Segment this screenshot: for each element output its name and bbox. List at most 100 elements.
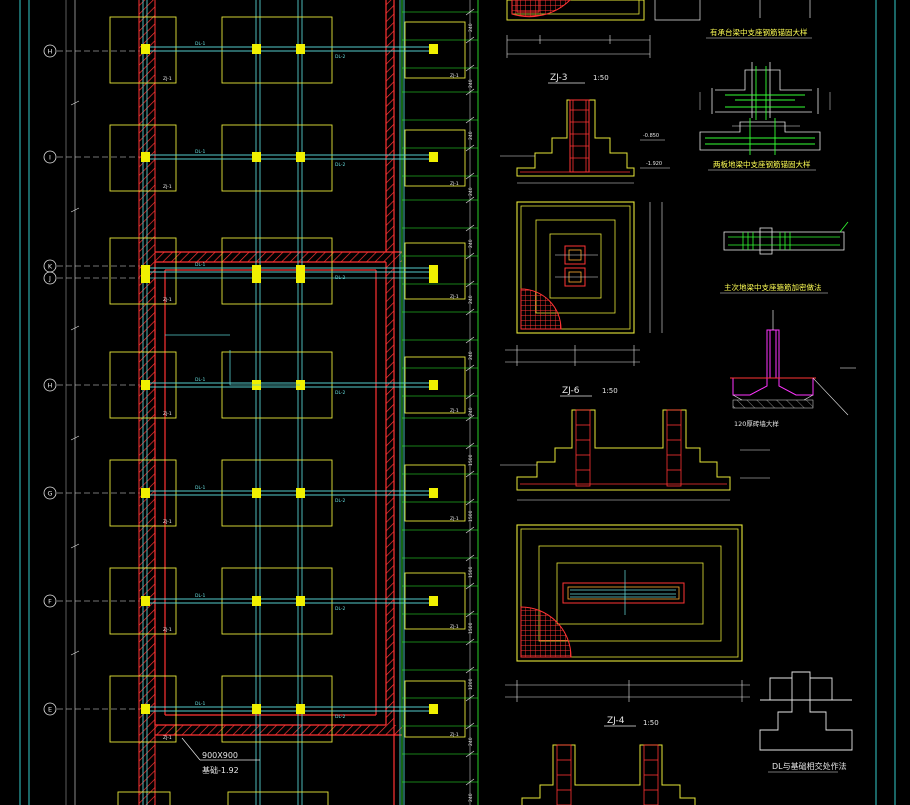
axis-label: I xyxy=(49,154,51,162)
footing xyxy=(109,124,177,192)
dim-tick-mark xyxy=(465,116,475,124)
dim-value: 240 xyxy=(468,351,474,360)
footing xyxy=(117,791,171,805)
footing xyxy=(109,237,177,305)
dim-value: 240 xyxy=(468,187,474,196)
beam-label: DL-2 xyxy=(335,714,346,720)
column xyxy=(429,273,438,283)
wall-note-line2: 基础-1.92 xyxy=(202,765,239,775)
zj-6-title: ZJ-6 xyxy=(562,386,580,396)
footing xyxy=(109,16,177,84)
footing xyxy=(221,567,333,635)
footing xyxy=(109,675,177,743)
axis-label: H xyxy=(48,382,53,390)
dim-value: 1200 xyxy=(468,678,474,690)
wall-note: 900X900 基础-1.92 xyxy=(181,737,260,775)
dim-tick-mark xyxy=(465,778,475,786)
column xyxy=(429,152,438,162)
column xyxy=(252,152,261,162)
zj-top-partial-plan xyxy=(506,0,651,58)
dim-tick-mark xyxy=(465,364,475,372)
dim-tick-mark xyxy=(465,88,475,96)
column xyxy=(141,596,150,606)
footing xyxy=(404,572,466,630)
axis-bubble xyxy=(43,150,57,164)
footing xyxy=(404,680,466,738)
dim-value: 240 xyxy=(468,239,474,248)
dim-value: 240 xyxy=(468,79,474,88)
column xyxy=(429,704,438,714)
footing-label: ZJ-1 xyxy=(163,76,172,82)
left-dimension-line xyxy=(65,0,80,805)
footing xyxy=(221,675,333,743)
dim-value: 1500 xyxy=(468,510,474,522)
beam-line xyxy=(229,350,300,386)
dim-tick-mark xyxy=(465,582,475,590)
right-dimension-chain: 2402402402402402402402401500150015001500… xyxy=(401,0,479,805)
note-3: 主次地梁中支座箍筋加密做法 xyxy=(724,282,822,292)
note-2: 两板地梁中支座钢筋锚固大样 xyxy=(713,159,811,169)
footing xyxy=(221,16,333,84)
footing-label: ZJ-1 xyxy=(450,516,459,522)
brick-wall-detail xyxy=(730,310,856,416)
column xyxy=(296,380,305,390)
column xyxy=(429,44,438,54)
beam-label: DL-1 xyxy=(195,149,206,155)
column xyxy=(252,704,261,714)
column xyxy=(296,704,305,714)
footing xyxy=(227,791,329,805)
dim-tick-mark xyxy=(465,196,475,204)
axis-label: K xyxy=(48,263,53,271)
footing xyxy=(221,237,333,305)
axis-label: G xyxy=(47,490,52,498)
dim-value: 240 xyxy=(468,23,474,32)
column xyxy=(252,273,261,283)
footing-label: ZJ-1 xyxy=(163,184,172,190)
column xyxy=(141,265,150,275)
column xyxy=(296,273,305,283)
column xyxy=(296,152,305,162)
footing-label: ZJ-1 xyxy=(163,627,172,633)
zj-4-scale: 1:50 xyxy=(643,719,659,727)
footing xyxy=(404,464,466,522)
beam-label: DL-2 xyxy=(335,498,346,504)
dim-tick-mark xyxy=(465,144,475,152)
footing-label: ZJ-1 xyxy=(163,411,172,417)
beam-label: DL-2 xyxy=(335,54,346,60)
zj-3-scale: 1:50 xyxy=(593,74,609,82)
column xyxy=(429,488,438,498)
zj-4-section xyxy=(521,744,696,805)
dim-tick-mark xyxy=(465,36,475,44)
footing-label: ZJ-1 xyxy=(163,735,172,741)
axis-label: H xyxy=(48,48,53,56)
zj-3-elev-bottom: -1.920 xyxy=(646,161,662,167)
beam-label: DL-1 xyxy=(195,377,206,383)
dim-value: 240 xyxy=(468,295,474,304)
dim-tick-mark xyxy=(465,610,475,618)
footing xyxy=(404,21,466,79)
anchorage-detail-1 xyxy=(699,62,831,127)
plan-wall-outline xyxy=(154,0,402,805)
axis-label: E xyxy=(48,706,52,714)
zj-6-section xyxy=(500,409,770,501)
dim-tick-mark xyxy=(465,666,475,674)
zj-3-section xyxy=(500,99,670,184)
footing xyxy=(109,351,177,419)
axis-bubble xyxy=(43,44,57,58)
zj-3-elev-top: -0.850 xyxy=(643,133,659,139)
axis-label: J xyxy=(48,275,51,283)
stirrup-detail xyxy=(723,221,849,255)
column xyxy=(141,273,150,283)
column xyxy=(141,704,150,714)
column xyxy=(141,380,150,390)
beam-label: DL-1 xyxy=(195,593,206,599)
dim-value: 240 xyxy=(468,737,474,746)
beam-label: DL-1 xyxy=(195,41,206,47)
beam-label: DL-2 xyxy=(335,162,346,168)
dim-tick-mark xyxy=(465,172,475,180)
dim-tick-mark xyxy=(465,64,475,72)
note-4: DL与基础相交处作法 xyxy=(772,761,847,771)
dim-tick-mark xyxy=(465,638,475,646)
footing xyxy=(404,356,466,414)
dim-tick-mark xyxy=(465,8,475,16)
